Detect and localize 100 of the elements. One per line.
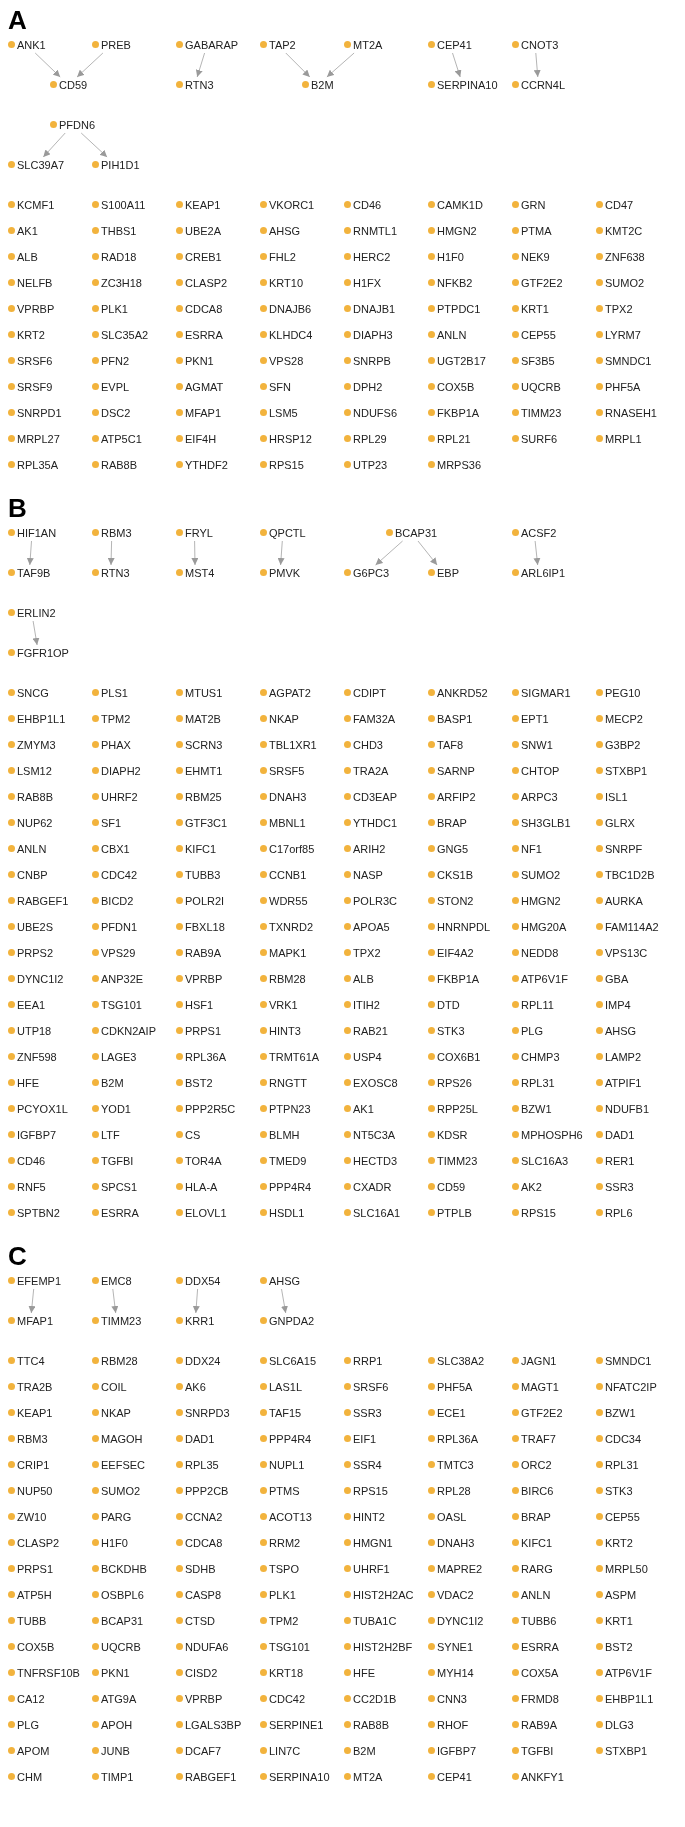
- protein-node: BCAP31: [92, 1614, 144, 1628]
- protein-node: BRAP: [428, 816, 467, 830]
- protein-node: PLK1: [260, 1588, 296, 1602]
- protein-node: TMED9: [260, 1154, 307, 1168]
- protein-node: GNG5: [428, 842, 469, 856]
- protein-node: PKN1: [176, 354, 214, 368]
- protein-node: OASL: [428, 1510, 467, 1524]
- protein-node: BIRC6: [512, 1484, 554, 1498]
- protein-node: PPP4R4: [260, 1432, 312, 1446]
- protein-node: RABGEF1: [8, 894, 69, 908]
- protein-node: TTC4: [8, 1354, 45, 1368]
- protein-node: RTN3: [176, 78, 214, 92]
- protein-node: CD46: [8, 1154, 46, 1168]
- protein-node: KEAP1: [8, 1406, 53, 1420]
- arrow: [32, 620, 40, 646]
- protein-node: NT5C3A: [344, 1128, 396, 1142]
- protein-node: LIN7C: [260, 1744, 301, 1758]
- protein-node: HFE: [344, 1666, 375, 1680]
- protein-node: PPP2R5C: [176, 1102, 236, 1116]
- protein-node: MYH14: [428, 1666, 474, 1680]
- protein-node: ZMYM3: [8, 738, 56, 752]
- arrow: [192, 1288, 200, 1314]
- protein-node: SSR4: [344, 1458, 382, 1472]
- protein-node: H1F0: [92, 1536, 128, 1550]
- protein-node: LYRM7: [596, 328, 641, 342]
- protein-node: HMGN2: [428, 224, 477, 238]
- protein-node: ANP32E: [92, 972, 144, 986]
- protein-node: SCRN3: [176, 738, 223, 752]
- protein-node: TIMP1: [92, 1770, 134, 1784]
- protein-node: RTN3: [92, 566, 130, 580]
- protein-node: EHMT1: [176, 764, 223, 778]
- protein-node: RNASEH1: [596, 406, 657, 420]
- protein-node: BCAP31: [386, 526, 438, 540]
- protein-node: EEFSEC: [92, 1458, 145, 1472]
- protein-node: HECTD3: [344, 1154, 397, 1168]
- protein-node: CD3EAP: [344, 790, 398, 804]
- protein-node: EIF4A2: [428, 946, 474, 960]
- protein-node: MTUS1: [176, 686, 223, 700]
- protein-node: BRAP: [512, 1510, 551, 1524]
- protein-node: DNAH3: [260, 790, 307, 804]
- protein-node: SSR3: [596, 1180, 634, 1194]
- protein-node: TPX2: [596, 302, 633, 316]
- protein-node: PLS1: [92, 686, 128, 700]
- protein-node: TRMT61A: [260, 1050, 320, 1064]
- protein-node: AK2: [512, 1180, 542, 1194]
- protein-node: CCNA2: [176, 1510, 223, 1524]
- protein-node: TRA2A: [344, 764, 389, 778]
- protein-node: SNW1: [512, 738, 553, 752]
- panel-letter: B: [8, 494, 27, 522]
- protein-node: PRPS1: [176, 1024, 222, 1038]
- panel-letter: A: [8, 6, 27, 34]
- protein-node: RPL36A: [428, 1432, 478, 1446]
- protein-node: TUBA1C: [344, 1614, 397, 1628]
- protein-node: KCMF1: [8, 198, 55, 212]
- protein-node: DDX54: [176, 1274, 221, 1288]
- protein-node: KEAP1: [176, 198, 221, 212]
- protein-node: RNF5: [8, 1180, 46, 1194]
- protein-node: VRK1: [260, 998, 298, 1012]
- protein-node: TMTC3: [428, 1458, 474, 1472]
- arrow: [111, 1288, 119, 1314]
- protein-node: CXADR: [344, 1180, 392, 1194]
- protein-node: RPL31: [596, 1458, 639, 1472]
- protein-node: ARIH2: [344, 842, 386, 856]
- protein-node: MECP2: [596, 712, 643, 726]
- protein-node: ARL6IP1: [512, 566, 566, 580]
- protein-node: CD59: [428, 1180, 466, 1194]
- protein-node: THBS1: [92, 224, 137, 238]
- protein-node: SUMO2: [596, 276, 645, 290]
- protein-node: KLHDC4: [260, 328, 313, 342]
- arrow: [107, 540, 115, 566]
- protein-node: S100A11: [92, 198, 146, 212]
- protein-node: AK1: [344, 1102, 374, 1116]
- protein-node: NELFB: [8, 276, 53, 290]
- protein-node: SRSF5: [260, 764, 305, 778]
- protein-node: SLC38A2: [428, 1354, 485, 1368]
- protein-node: ZC3H18: [92, 276, 142, 290]
- protein-node: CDIPT: [344, 686, 386, 700]
- protein-node: MST4: [176, 566, 215, 580]
- protein-node: QPCTL: [260, 526, 306, 540]
- protein-node: CCNB1: [260, 868, 307, 882]
- protein-node: RNGTT: [260, 1076, 307, 1090]
- protein-node: ATP5H: [8, 1588, 52, 1602]
- protein-node: EHBP1L1: [8, 712, 66, 726]
- protein-node: CEP41: [428, 38, 472, 52]
- protein-node: CREB1: [176, 250, 222, 264]
- protein-node: HIST2H2BF: [344, 1640, 413, 1654]
- protein-node: MAGOH: [92, 1432, 143, 1446]
- protein-node: UGT2B17: [428, 354, 486, 368]
- protein-node: KIFC1: [176, 842, 217, 856]
- protein-node: BICD2: [92, 894, 134, 908]
- protein-node: TAP2: [260, 38, 296, 52]
- protein-node: AHSG: [260, 1274, 301, 1288]
- protein-node: LAMP2: [596, 1050, 642, 1064]
- protein-node: CD47: [596, 198, 634, 212]
- protein-node: GTF2E2: [512, 276, 563, 290]
- protein-node: RBM3: [92, 526, 132, 540]
- protein-node: PHF5A: [428, 1380, 473, 1394]
- protein-node: CNN3: [428, 1692, 467, 1706]
- protein-node: CRIP1: [8, 1458, 50, 1472]
- arrow: [34, 52, 61, 78]
